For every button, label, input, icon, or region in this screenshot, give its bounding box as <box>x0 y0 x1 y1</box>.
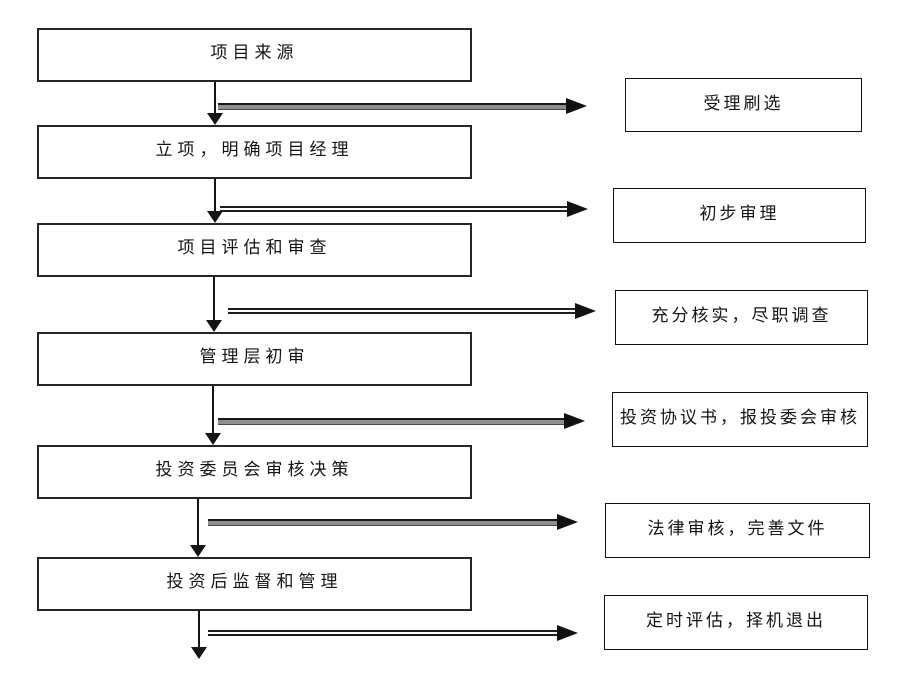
main-step-label-5: 投资委员会审核决策 <box>155 459 354 480</box>
side-step-label-5: 法律审核，完善文件 <box>647 519 828 539</box>
down-arrow-head-icon <box>207 113 223 125</box>
down-arrow-line <box>198 611 200 647</box>
right-arrow-1 <box>218 98 587 114</box>
down-arrow-line <box>214 82 216 113</box>
down-arrow-head-icon <box>190 545 206 557</box>
right-arrow-head-icon <box>575 303 596 319</box>
side-step-box-1: 受理刷选 <box>625 78 862 132</box>
right-arrow-head-icon <box>564 413 585 429</box>
right-arrow-2 <box>220 201 588 217</box>
side-step-box-2: 初步审理 <box>613 188 866 243</box>
right-arrow-line <box>208 518 558 526</box>
side-step-label-4: 投资协议书，报投委会审核 <box>620 408 860 428</box>
main-step-box-1: 项目来源 <box>37 28 472 82</box>
right-arrow-line <box>220 206 568 212</box>
side-step-label-2: 初步审理 <box>699 204 780 224</box>
side-step-box-5: 法律审核，完善文件 <box>605 503 870 558</box>
main-step-box-5: 投资委员会审核决策 <box>37 445 472 499</box>
main-step-box-6: 投资后监督和管理 <box>37 557 472 611</box>
right-arrow-line <box>208 630 558 636</box>
down-arrow-5 <box>190 499 206 557</box>
right-arrow-3 <box>228 303 596 319</box>
right-arrow-5 <box>208 514 578 530</box>
main-step-label-2: 立项，明确项目经理 <box>155 139 354 160</box>
main-step-label-3: 项目评估和审查 <box>177 237 332 258</box>
down-arrow-6 <box>191 611 207 659</box>
main-step-box-4: 管理层初审 <box>37 332 472 386</box>
right-arrow-head-icon <box>566 98 587 114</box>
right-arrow-head-icon <box>567 201 588 217</box>
down-arrow-2 <box>207 179 223 223</box>
right-arrow-head-icon <box>557 625 578 641</box>
down-arrow-head-icon <box>205 433 221 445</box>
side-step-box-4: 投资协议书，报投委会审核 <box>612 392 868 447</box>
down-arrow-line <box>213 277 215 320</box>
side-step-label-6: 定时评估，择机退出 <box>646 611 826 631</box>
side-step-label-3: 充分核实，尽职调查 <box>651 306 832 326</box>
main-step-label-1: 项目来源 <box>210 42 299 63</box>
down-arrow-line <box>212 386 214 433</box>
down-arrow-4 <box>205 386 221 445</box>
down-arrow-head-icon <box>206 320 222 332</box>
down-arrow-3 <box>206 277 222 332</box>
side-step-box-3: 充分核实，尽职调查 <box>615 290 868 345</box>
down-arrow-head-icon <box>207 211 223 223</box>
down-arrow-line <box>197 499 199 545</box>
right-arrow-line <box>218 417 565 425</box>
main-step-label-6: 投资后监督和管理 <box>166 571 343 592</box>
down-arrow-1 <box>207 82 223 125</box>
side-step-box-6: 定时评估，择机退出 <box>604 595 868 650</box>
right-arrow-line <box>228 308 576 314</box>
right-arrow-6 <box>208 625 578 641</box>
right-arrow-head-icon <box>557 514 578 530</box>
main-step-box-3: 项目评估和审查 <box>37 223 472 277</box>
down-arrow-head-icon <box>191 647 207 659</box>
main-step-box-2: 立项，明确项目经理 <box>37 125 472 179</box>
main-step-label-4: 管理层初审 <box>199 346 310 367</box>
right-arrow-4 <box>218 413 585 429</box>
right-arrow-line <box>218 102 567 110</box>
side-step-label-1: 受理刷选 <box>703 93 784 114</box>
down-arrow-line <box>214 179 216 211</box>
